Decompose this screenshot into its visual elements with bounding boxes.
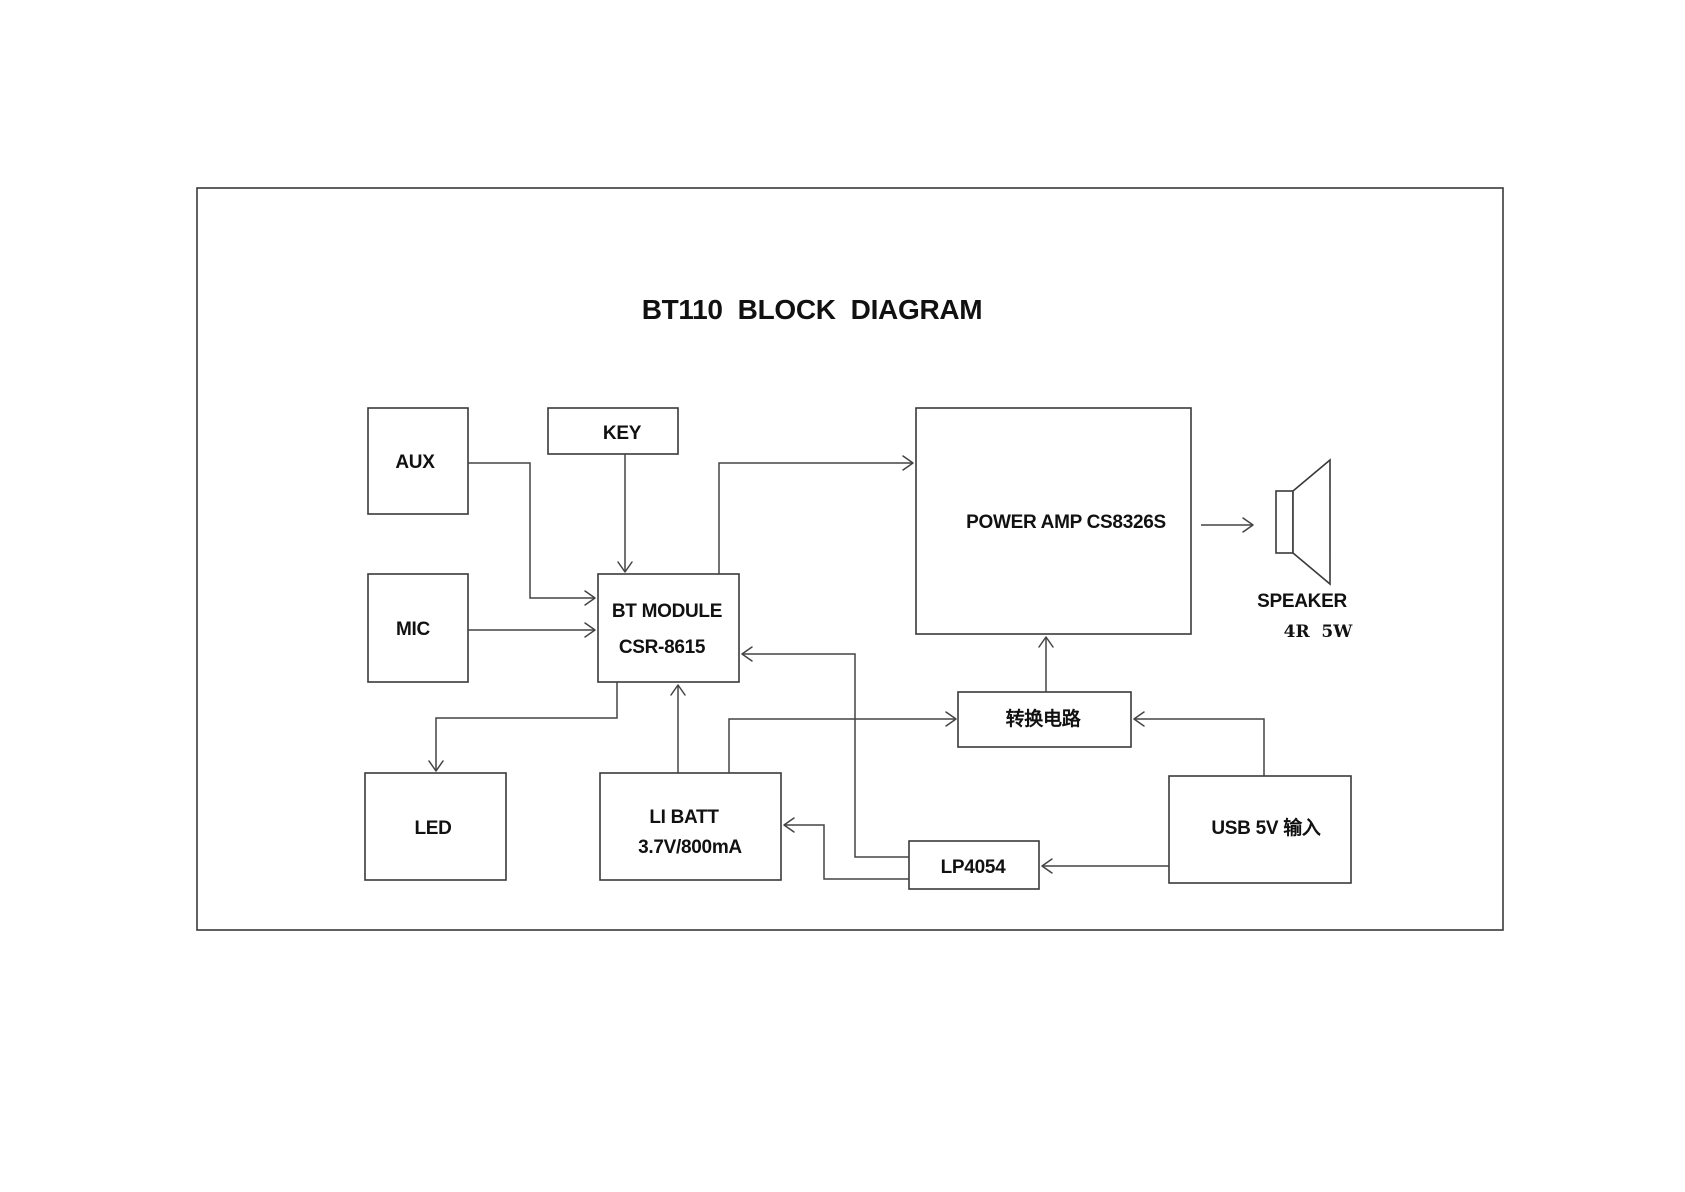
aux-block: AUX [368,408,468,514]
battery-spec: 3.7V/800mA [638,837,742,858]
converter-label: 转换电路 [1006,707,1082,730]
speaker-icon [1276,460,1330,584]
aux-label: AUX [395,452,435,473]
battery-label: LI BATT [649,807,719,828]
charger-block: LP4054 [909,841,1039,889]
charger-label: LP4054 [941,857,1006,878]
aux-to-bt-wire [468,463,594,598]
bt-to-led-wire [436,682,617,770]
bt-module-block: BT MODULE CSR-8615 [598,574,739,682]
speaker-spec: 4R 5W [1284,622,1354,642]
usb-label: USB 5V 输入 [1211,816,1321,839]
battery-block: LI BATT 3.7V/800mA [600,773,781,880]
speaker-label: SPEAKER [1257,591,1347,612]
bt-module-label: BT MODULE [612,601,722,622]
power-amp-block: POWER AMP CS8326S [916,408,1191,634]
key-label: KEY [603,423,642,444]
led-label: LED [414,818,451,839]
usb-to-converter-wire [1135,719,1264,776]
key-block: KEY [548,408,678,454]
bt-module-chip: CSR-8615 [619,637,706,658]
mic-block: MIC [368,574,468,682]
power-amp-label: POWER AMP CS8326S [966,512,1166,533]
battery-to-converter-wire [729,719,955,773]
diagram-title: BT110 BLOCK DIAGRAM [642,294,983,325]
usb-block: USB 5V 输入 [1169,776,1351,883]
converter-block: 转换电路 [958,692,1131,747]
bt-to-amp-wire [719,463,912,574]
mic-label: MIC [396,619,431,640]
charger-to-battery-wire [785,825,909,879]
led-block: LED [365,773,506,880]
